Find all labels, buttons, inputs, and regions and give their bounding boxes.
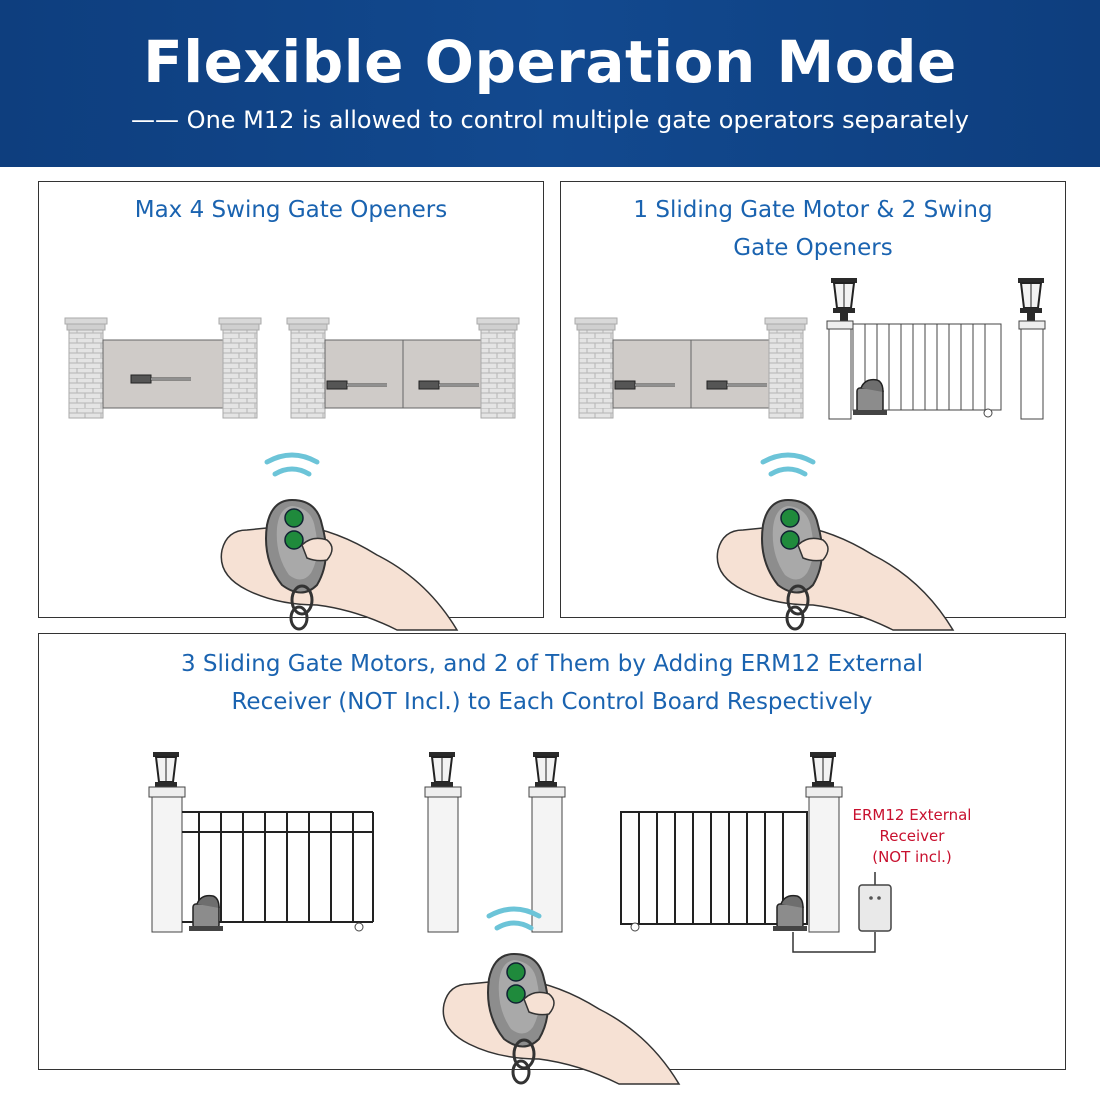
panel-title: Max 4 Swing Gate Openers (134, 197, 448, 223)
panel-title-line1: 3 Sliding Gate Motors, and 2 of Them by … (180, 651, 924, 677)
panel-swing-gates: Max 4 Swing Gate Openers (38, 181, 544, 618)
sliding-gate-left (148, 751, 374, 933)
external-receiver-device (858, 872, 892, 932)
page-title: Flexible Operation Mode (143, 28, 957, 96)
receiver-label-line1: ERM12 External (852, 806, 972, 824)
panel-title-line2: Gate Openers (733, 235, 893, 261)
remote-control-hand (717, 455, 953, 630)
remote-control-hand (221, 455, 457, 630)
gate-set-left (64, 317, 262, 419)
swing-gate-pair (574, 317, 808, 419)
remote-control-hand (443, 909, 679, 1084)
page-subtitle: —— One M12 is allowed to control multipl… (131, 106, 969, 134)
panel-title-line2: Receiver (NOT Incl.) to Each Control Boa… (231, 689, 873, 715)
middle-pillars (424, 751, 566, 933)
three-sliding-illustration (148, 751, 892, 1071)
sliding-gate-right (620, 751, 892, 953)
header-banner: Flexible Operation Mode —— One M12 is al… (0, 0, 1100, 167)
panel-sliding-and-swing: 1 Sliding Gate Motor & 2 Swing Gate Open… (560, 181, 1066, 618)
sliding-swing-illustration (574, 277, 1046, 619)
receiver-label: ERM12 External Receiver (NOT incl.) (837, 805, 987, 868)
receiver-label-line2: Receiver (879, 827, 945, 845)
swing-gates-illustration (64, 317, 520, 619)
gate-set-right (286, 317, 520, 419)
panel-title-line1: 1 Sliding Gate Motor & 2 Swing (633, 197, 993, 223)
receiver-label-line3: (NOT incl.) (872, 848, 952, 866)
panel-three-sliding-gates: 3 Sliding Gate Motors, and 2 of Them by … (38, 633, 1066, 1070)
sliding-gate (826, 277, 1046, 420)
